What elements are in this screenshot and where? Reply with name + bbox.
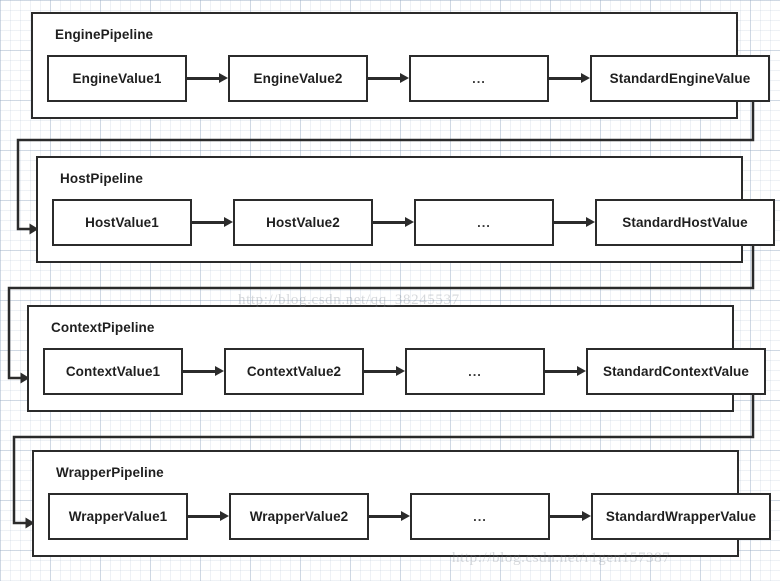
stage-row-host: HostValue1 HostValue2 ... StandardHostVa… [52, 199, 775, 246]
node-standard-host-value[interactable]: StandardHostValue [595, 199, 775, 246]
pipeline-container-host[interactable]: HostPipeline HostValue1 HostValue2 ... S… [36, 156, 775, 263]
node-context-ellipsis[interactable]: ... [405, 348, 545, 395]
node-host-value-1[interactable]: HostValue1 [52, 199, 192, 246]
node-standard-engine-value[interactable]: StandardEngineValue [590, 55, 770, 102]
node-standard-context-value[interactable]: StandardContextValue [586, 348, 766, 395]
pipeline-title-host: HostPipeline [60, 171, 143, 186]
pipeline-container-engine[interactable]: EnginePipeline EngineValue1 EngineValue2… [31, 12, 770, 119]
node-standard-wrapper-value[interactable]: StandardWrapperValue [591, 493, 771, 540]
stage-row-context: ContextValue1 ContextValue2 ... Standard… [43, 348, 766, 395]
pipeline-title-context: ContextPipeline [51, 320, 155, 335]
node-engine-ellipsis[interactable]: ... [409, 55, 549, 102]
stage-row-wrapper: WrapperValue1 WrapperValue2 ... Standard… [48, 493, 771, 540]
node-host-value-2[interactable]: HostValue2 [233, 199, 373, 246]
pipeline-container-context[interactable]: ContextPipeline ContextValue1 ContextVal… [27, 305, 766, 412]
pipeline-container-wrapper[interactable]: WrapperPipeline WrapperValue1 WrapperVal… [32, 450, 771, 557]
node-host-ellipsis[interactable]: ... [414, 199, 554, 246]
pipeline-title-engine: EnginePipeline [55, 27, 154, 42]
node-wrapper-value-1[interactable]: WrapperValue1 [48, 493, 188, 540]
node-wrapper-value-2[interactable]: WrapperValue2 [229, 493, 369, 540]
stage-row-engine: EngineValue1 EngineValue2 ... StandardEn… [47, 55, 770, 102]
node-engine-value-1[interactable]: EngineValue1 [47, 55, 187, 102]
node-context-value-1[interactable]: ContextValue1 [43, 348, 183, 395]
node-engine-value-2[interactable]: EngineValue2 [228, 55, 368, 102]
node-wrapper-ellipsis[interactable]: ... [410, 493, 550, 540]
pipeline-title-wrapper: WrapperPipeline [56, 465, 164, 480]
node-context-value-2[interactable]: ContextValue2 [224, 348, 364, 395]
